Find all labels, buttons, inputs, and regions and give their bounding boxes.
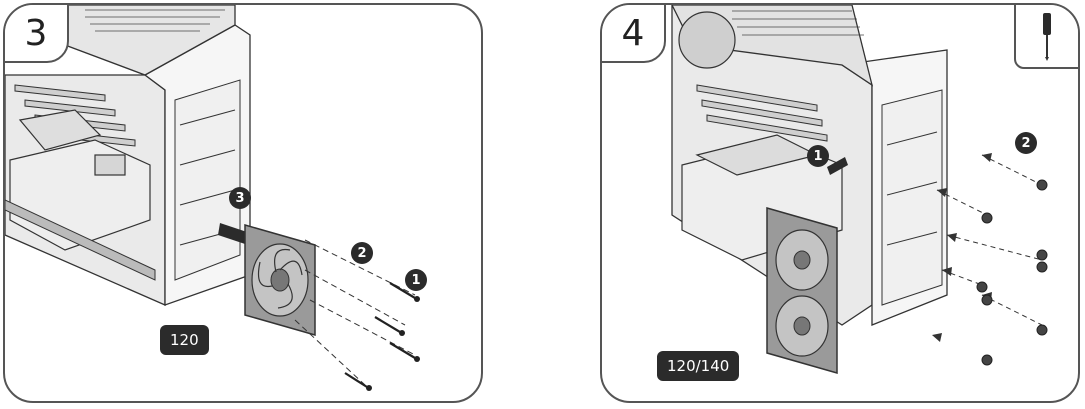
callout-1: 1 [807, 145, 829, 167]
callout-1: 1 [405, 269, 427, 291]
fan-size-label: 120 [160, 325, 209, 355]
callout-3: 3 [229, 187, 251, 209]
fan-size-label: 120/140 [657, 351, 740, 381]
step-4-panel: 4 1 2 120/140 [600, 3, 1080, 403]
callout-2: 2 [1015, 132, 1037, 154]
screwdriver-icon-graphic [1043, 13, 1051, 61]
step-4-illustration [671, 5, 1048, 374]
step-3-illustration [5, 5, 420, 391]
callout-2: 2 [351, 242, 373, 264]
step-number: 3 [5, 5, 69, 63]
screwdriver-icon [1014, 5, 1078, 69]
step-3-panel: 3 3 2 1 120 [3, 3, 483, 403]
step-number: 4 [602, 5, 666, 63]
